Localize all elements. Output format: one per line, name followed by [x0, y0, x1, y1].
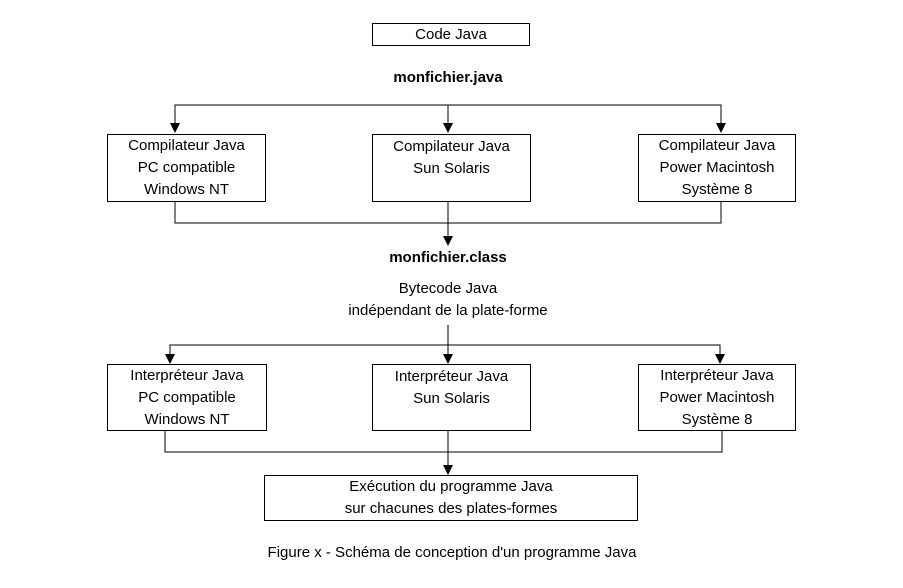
bytecode-line-2: indépendant de la plate-forme: [348, 302, 548, 319]
bytecode-line-1: Bytecode Java: [398, 280, 498, 297]
execution-line-1: Exécution du programme Java: [349, 478, 553, 495]
compiler-pc-line-2: PC compatible: [137, 159, 236, 176]
compiler-mac-line-3: Système 8: [681, 181, 753, 198]
interpreter-mac-line-2: Power Macintosh: [659, 388, 775, 406]
interpreter-mac-line-3: Système 8: [681, 410, 753, 428]
merge-line-interpreters: [164, 431, 723, 453]
interpreter-pc-line-3: Windows NT: [144, 410, 230, 428]
compiler-mac-line-1: Compilateur Java: [658, 137, 776, 154]
interpreter-pc-line-2: PC compatible: [138, 388, 236, 406]
interpreter-mac-line-1: Interpréteur Java: [660, 366, 774, 384]
execution-box: Exécution du programme Java sur chacunes…: [264, 475, 638, 521]
compiler-pc-line-1: Compilateur Java: [128, 137, 245, 154]
interpreter-sun-line-1: Interpréteur Java: [394, 368, 509, 385]
interpreter-pc-line-1: Interpréteur Java: [130, 366, 244, 384]
interpreter-pc-box: Interpréteur Java PC compatible Windows …: [107, 364, 267, 431]
code-java-box: Code Java: [372, 23, 530, 46]
compiler-sun-line-1: Compilateur Java: [393, 138, 510, 155]
compiler-sun-line-2: Sun Solaris: [413, 160, 490, 177]
split-line-interpreters: [169, 344, 721, 362]
source-file-label: monfichier.java: [393, 69, 503, 86]
interpreter-sun-box: Interpréteur Java Sun Solaris: [372, 364, 531, 431]
class-file-label: monfichier.class: [389, 249, 507, 266]
compiler-mac-box: Compilateur Java Power Macintosh Système…: [638, 134, 796, 202]
interpreter-sun-line-2: Sun Solaris: [413, 390, 490, 407]
compiler-mac-line-2: Power Macintosh: [659, 159, 775, 176]
compiler-pc-line-3: Windows NT: [143, 181, 229, 198]
compiler-sun-box: Compilateur Java Sun Solaris: [372, 134, 531, 202]
figure-caption: Figure x - Schéma de conception d'un pro…: [267, 544, 637, 561]
execution-line-2: sur chacunes des plates-formes: [344, 500, 558, 517]
compiler-pc-box: Compilateur Java PC compatible Windows N…: [107, 134, 266, 202]
interpreter-mac-box: Interpréteur Java Power Macintosh Systèm…: [638, 364, 796, 431]
code-java-label: Code Java: [415, 25, 487, 43]
